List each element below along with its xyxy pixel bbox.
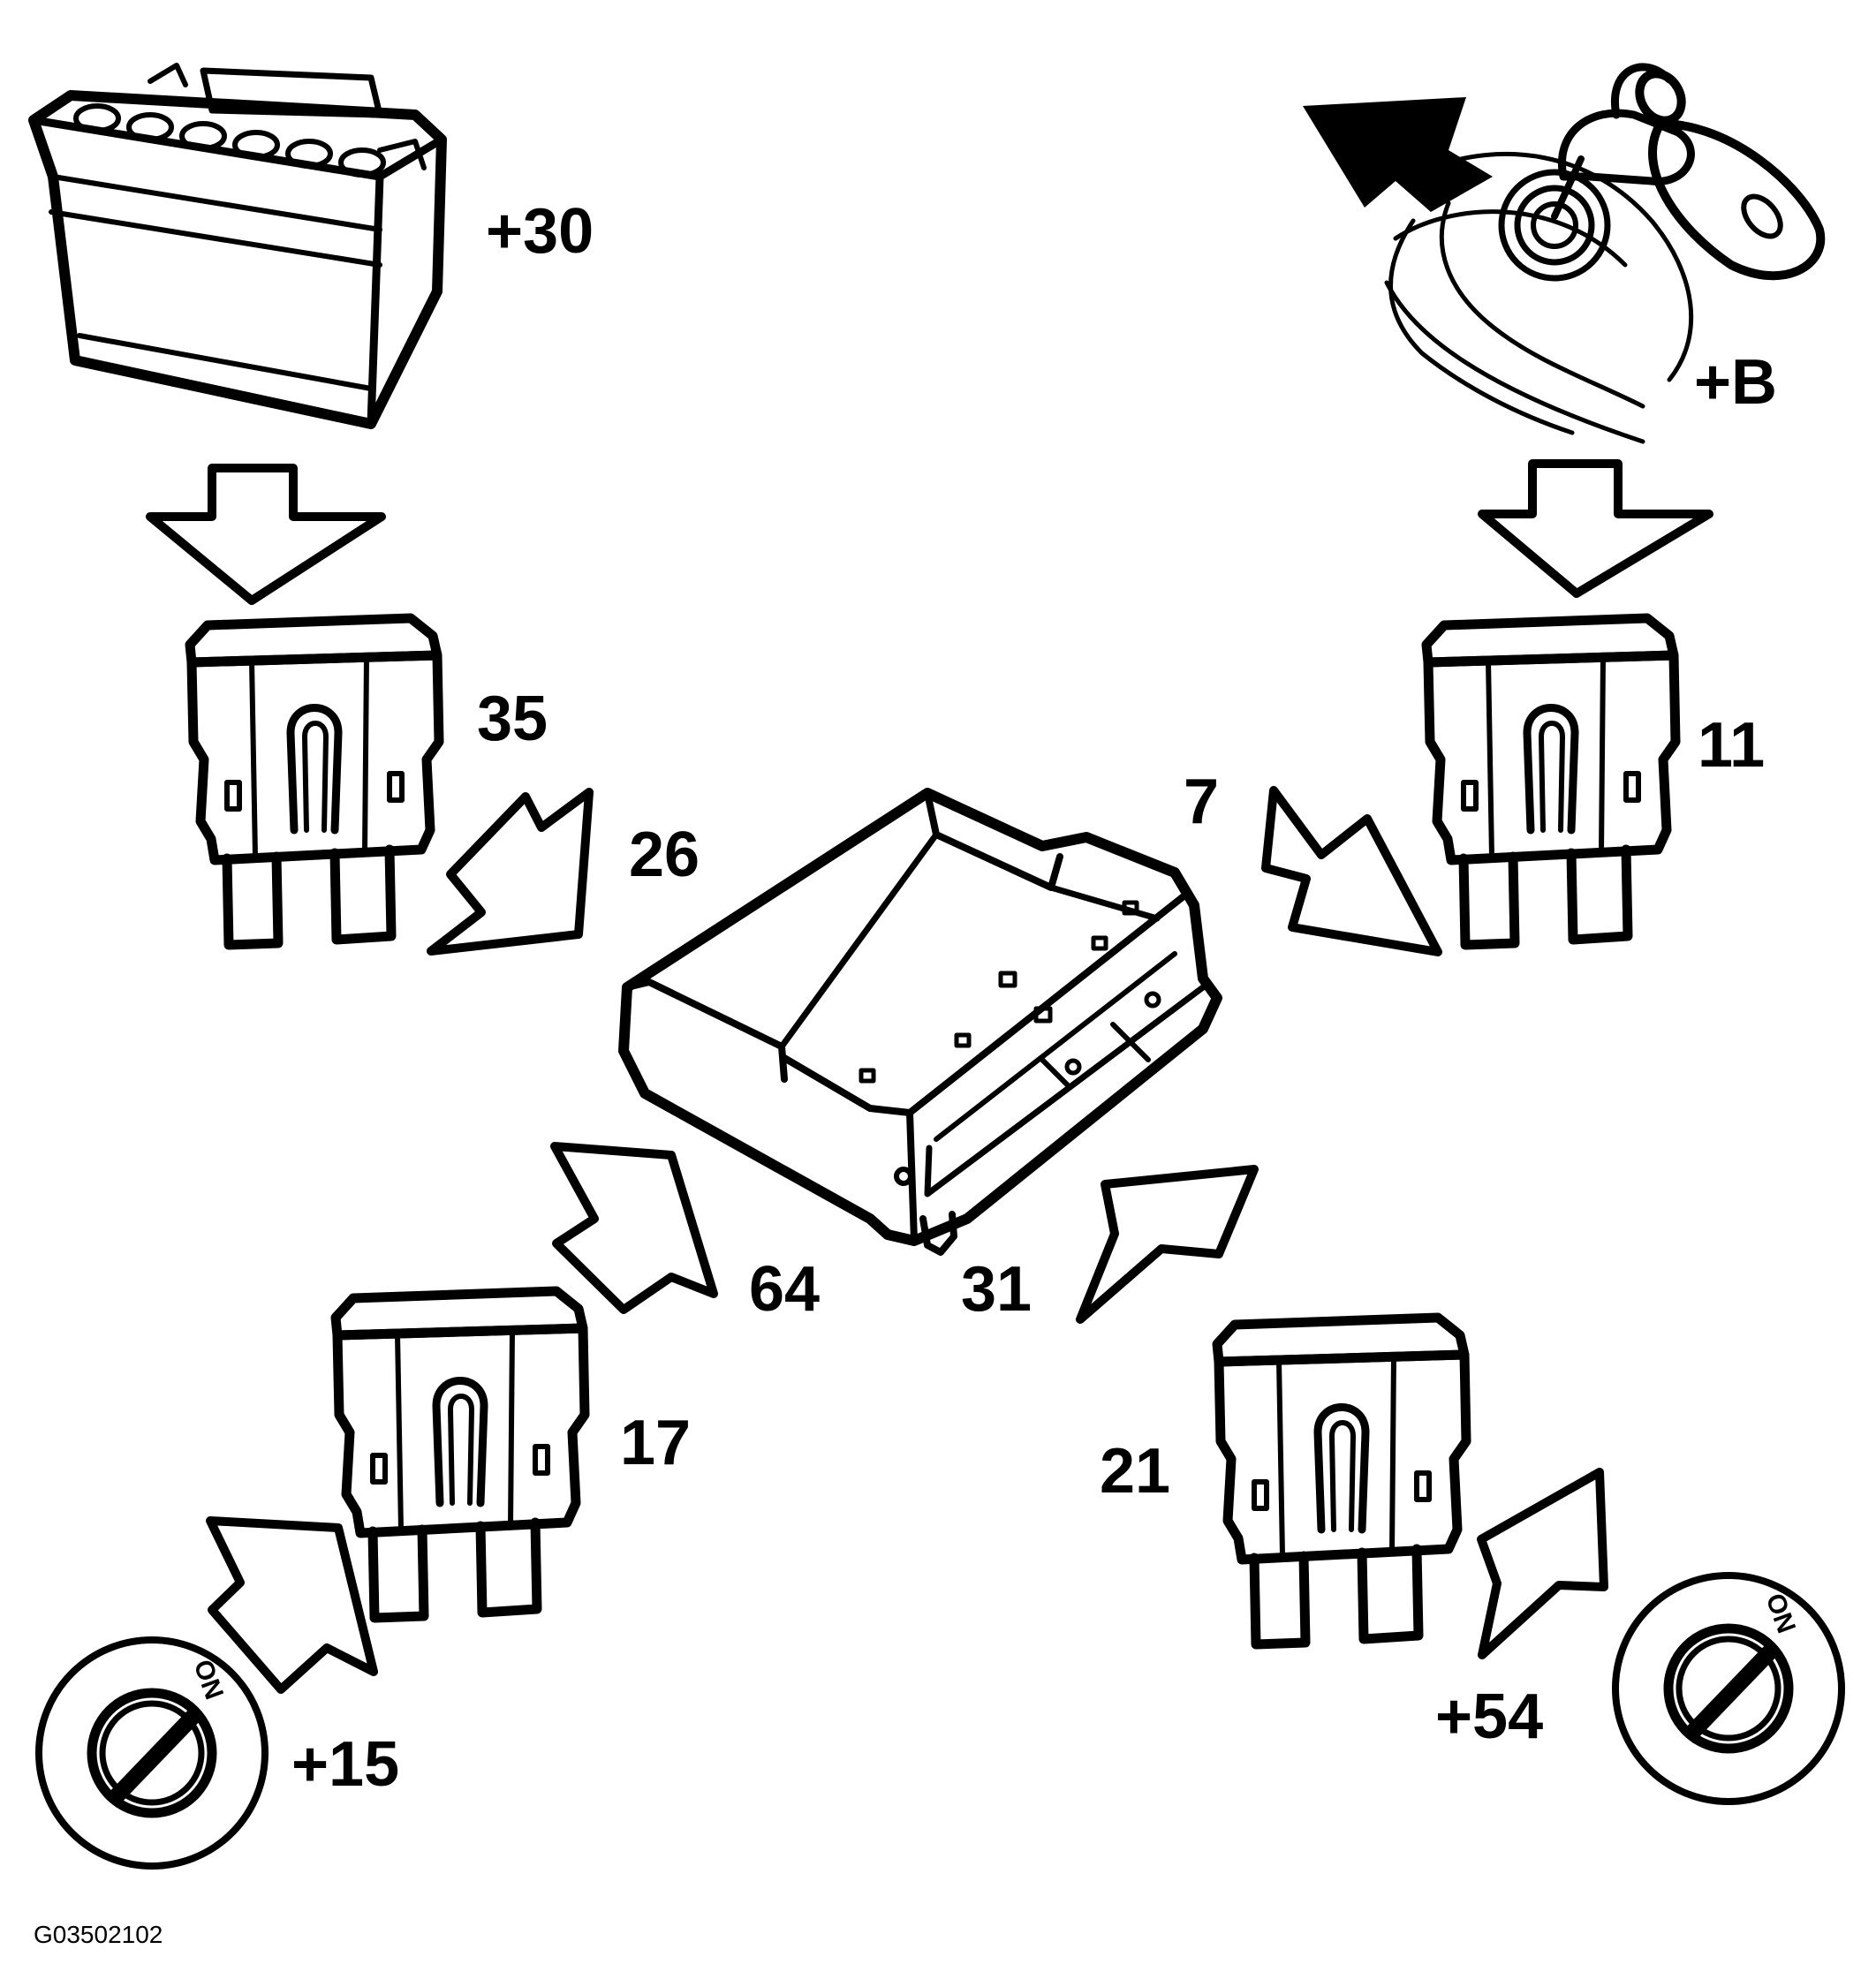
pin-label-7: 7 — [1184, 767, 1219, 837]
arrow-down-icon — [1478, 459, 1713, 598]
fuse-label-21: 21 — [1100, 1436, 1170, 1507]
fuse-bottom-left — [336, 1291, 585, 1618]
fuse-label-17: 17 — [620, 1408, 691, 1478]
arrow-icon — [427, 788, 594, 956]
arrow-icon — [206, 1516, 378, 1694]
arrow-down-icon — [146, 464, 386, 605]
pin-label-26: 26 — [629, 820, 700, 890]
pin-label-31: 31 — [961, 1254, 1032, 1325]
ignition-switch-left-icon — [39, 1640, 265, 1866]
fuse-top-left — [190, 618, 439, 945]
battery-icon — [28, 63, 447, 429]
switch-terminal-label-right: +54 — [1435, 1681, 1543, 1752]
fuse-top-right — [1426, 618, 1676, 945]
ignition-terminal-label: +B — [1694, 347, 1777, 418]
fuse-label-35: 35 — [477, 684, 548, 754]
fuse-bottom-right — [1217, 1318, 1466, 1644]
arrow-icon — [1261, 786, 1442, 956]
control-module-icon — [618, 788, 1222, 1256]
fuse-label-11: 11 — [1698, 710, 1765, 781]
ignition-switch-right-icon — [1615, 1575, 1842, 1802]
arrow-icon — [1477, 1468, 1608, 1659]
battery-terminal-label: +30 — [486, 196, 594, 267]
arrow-icon — [1076, 1165, 1259, 1324]
switch-terminal-label-left: +15 — [291, 1729, 399, 1800]
ignition-key-icon — [1303, 63, 1826, 444]
pin-label-64: 64 — [749, 1254, 820, 1325]
figure-code: G03502102 — [34, 1921, 163, 1948]
arrow-icon — [550, 1142, 718, 1314]
